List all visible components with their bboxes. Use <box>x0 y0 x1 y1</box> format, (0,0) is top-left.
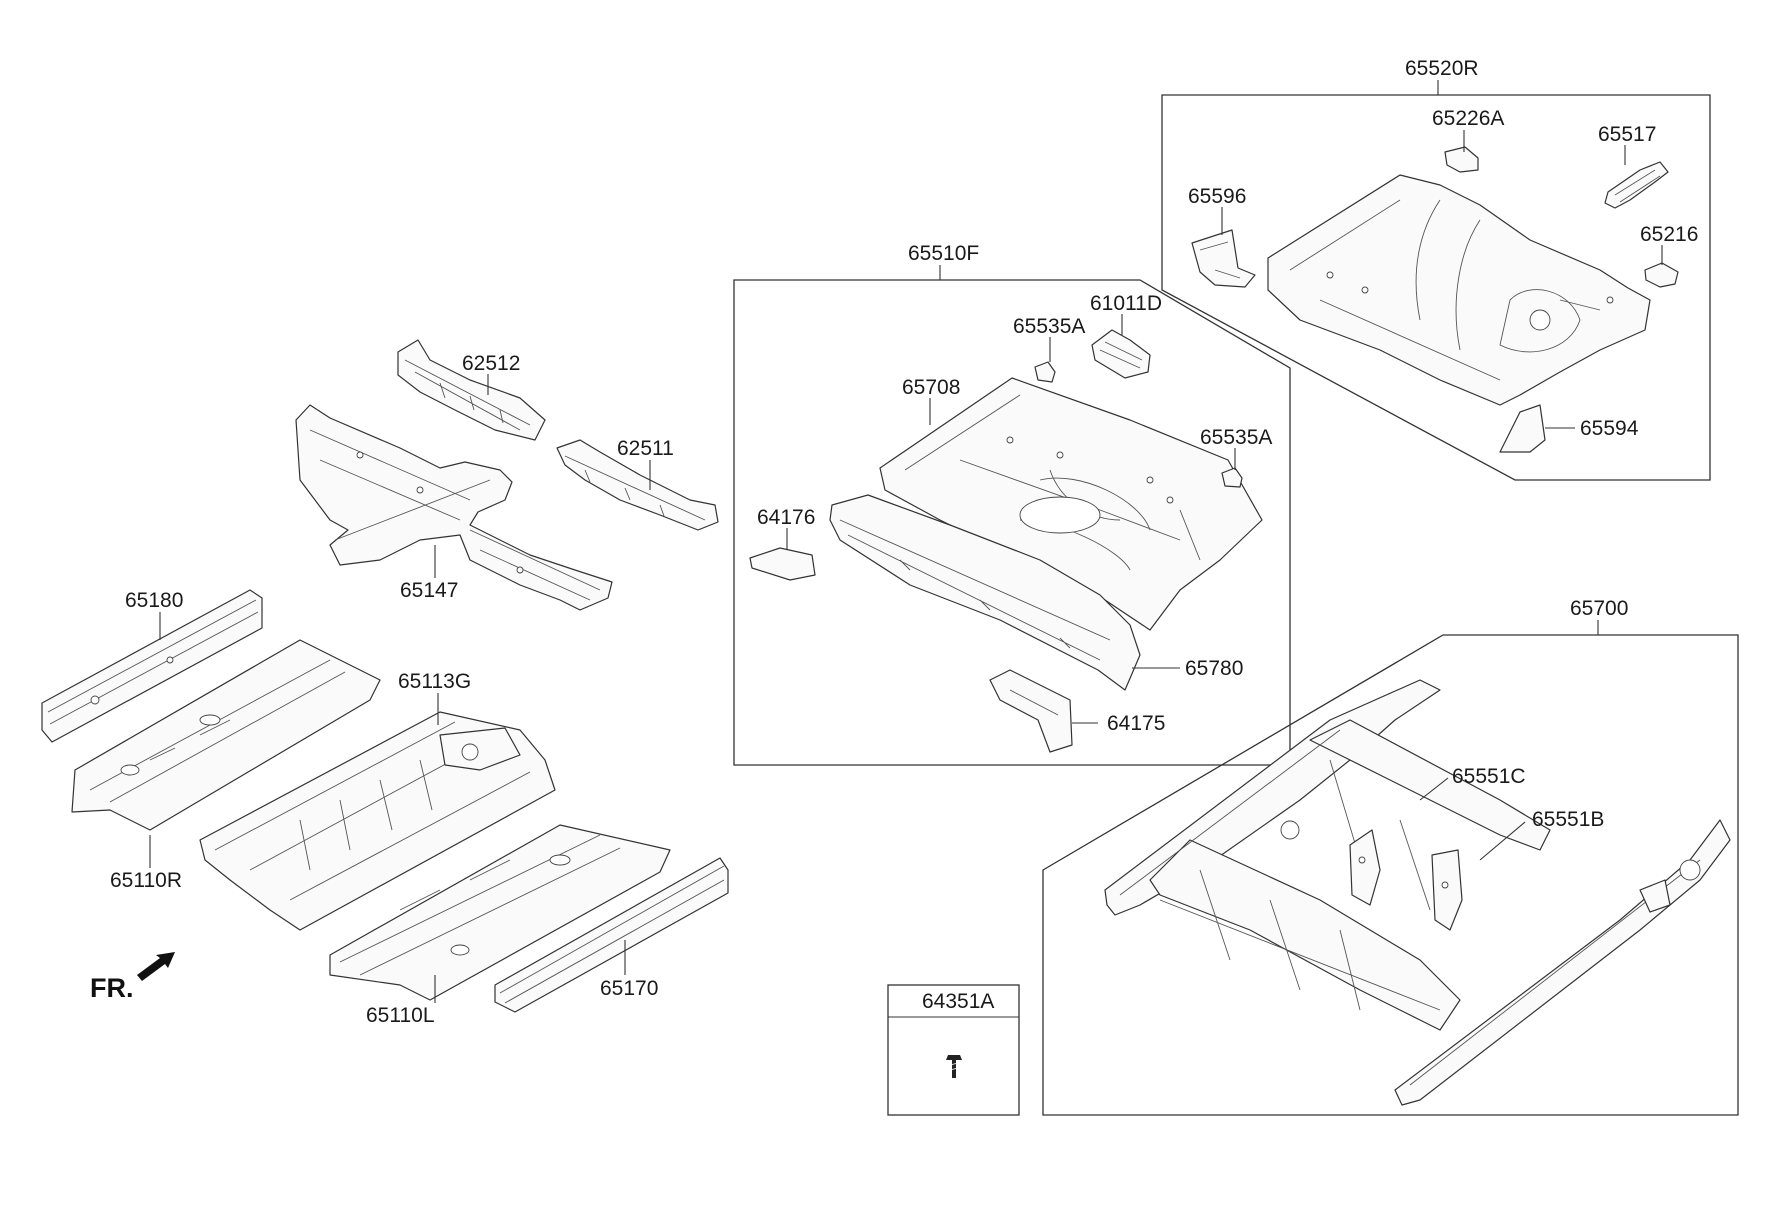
label-65596: 65596 <box>1188 185 1246 208</box>
label-65226A: 65226A <box>1432 107 1504 130</box>
label-61011D: 61011D <box>1090 292 1162 315</box>
part-65110R-drawing <box>71 639 381 831</box>
label-65551C: 65551C <box>1452 765 1526 788</box>
front-direction-label: FR. <box>90 973 134 1003</box>
part-65700-drawing <box>1104 679 1731 1106</box>
part-62512-drawing <box>397 339 546 441</box>
label-65170: 65170 <box>600 977 658 1000</box>
label-65180: 65180 <box>125 589 183 612</box>
label-65700: 65700 <box>1570 597 1628 620</box>
box-65700 <box>1042 620 1739 1116</box>
label-65535A-2: 65535A <box>1200 426 1272 449</box>
part-64176-drawing <box>749 547 816 581</box>
front-direction-arrow-icon <box>137 952 175 981</box>
part-65180-drawing <box>41 589 263 743</box>
part-65535A-1-drawing <box>1034 361 1056 383</box>
label-64351A: 64351A <box>922 990 994 1013</box>
label-62512: 62512 <box>462 352 520 375</box>
box-64351A <box>887 984 1020 1116</box>
part-65520R-panel-drawing <box>1267 174 1651 406</box>
label-65520R: 65520R <box>1405 57 1479 80</box>
label-65780: 65780 <box>1185 657 1243 680</box>
label-65216: 65216 <box>1640 223 1698 246</box>
part-65147-drawing <box>295 404 613 611</box>
part-65226A-drawing <box>1444 146 1479 173</box>
part-65780-drawing <box>829 494 1141 691</box>
part-65113G-drawing <box>199 711 556 931</box>
label-65147: 65147 <box>400 579 458 602</box>
part-65535A-2-drawing <box>1221 467 1243 488</box>
part-61011D-drawing <box>1091 329 1151 379</box>
part-65708-drawing <box>879 377 1263 631</box>
part-65170-drawing <box>494 857 729 1013</box>
part-65596-drawing <box>1191 229 1256 288</box>
part-65110L-drawing <box>329 824 671 1001</box>
label-65110L: 65110L <box>366 1004 435 1027</box>
label-65510F: 65510F <box>908 242 979 265</box>
part-64175-drawing <box>989 669 1073 753</box>
labels: 65510F 65520R 65700 64351A 62512 62511 6… <box>90 57 1698 1027</box>
bolt-icon <box>946 1055 962 1078</box>
part-65517-drawing <box>1604 161 1669 209</box>
label-65594: 65594 <box>1580 417 1639 440</box>
label-64176: 64176 <box>757 506 815 529</box>
label-65535A-1: 65535A <box>1013 315 1085 338</box>
part-62511-drawing <box>556 439 719 531</box>
leader-lines <box>149 130 1663 1003</box>
label-65113G: 65113G <box>398 670 471 693</box>
box-65520R <box>1161 80 1711 481</box>
label-65551B: 65551B <box>1532 808 1604 831</box>
label-65708: 65708 <box>902 376 960 399</box>
part-65216-drawing <box>1644 262 1679 288</box>
label-65110R: 65110R <box>110 869 182 892</box>
label-62511: 62511 <box>617 437 674 460</box>
box-65510F <box>733 265 1291 766</box>
label-65517: 65517 <box>1598 123 1656 146</box>
label-64175: 64175 <box>1107 712 1165 735</box>
part-65594-drawing <box>1499 404 1546 453</box>
